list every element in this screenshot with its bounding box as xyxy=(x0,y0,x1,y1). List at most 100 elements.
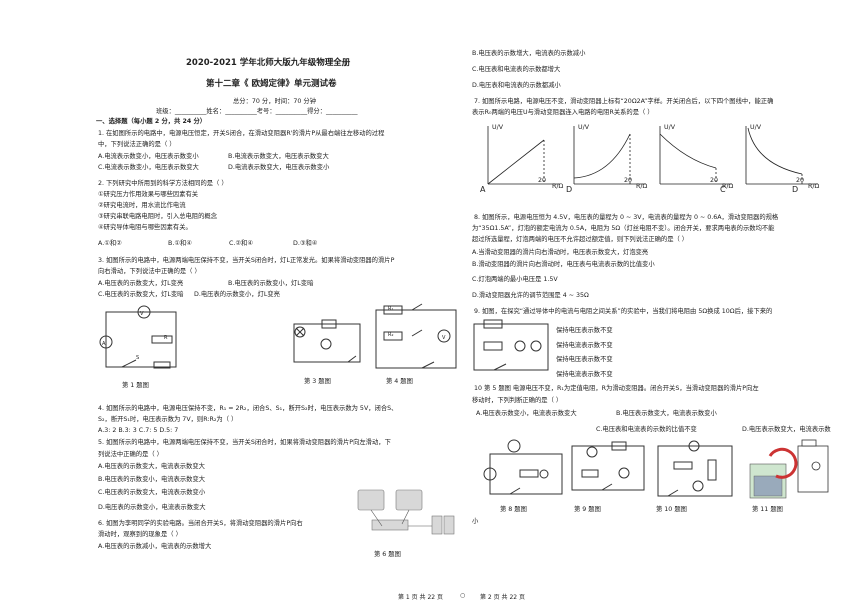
q8-stem-a: 8. 如图所示，电源电压恒为 4.5V，电压表的量程为 0 ~ 3V，电流表的量… xyxy=(474,214,779,221)
doc-meta-1: 总分：70 分，时间：70 分钟 xyxy=(233,98,316,105)
q8-option-b: B.滑动变阻器的滑片向右滑动时，电压表与电流表示数的比值变小 xyxy=(472,261,655,268)
graph-c-tick: 20 xyxy=(710,177,719,184)
graph-d2-letter: D xyxy=(792,185,799,194)
graph-c-x-label: R/Ω xyxy=(722,183,734,190)
q2-option-b: B.①和④ xyxy=(168,240,192,247)
circuit-figure-3 xyxy=(293,319,361,363)
q6-stem-a: 6. 如图为李明同学的实验电路。当闭合开关S，将滑动变阻器的滑片P向右 xyxy=(98,520,303,527)
fig1-label-a: A xyxy=(102,341,106,347)
graph-c xyxy=(659,126,732,185)
q5-stem-b: 列说法中正确的是（ ） xyxy=(98,451,163,458)
q3-stem-b: 向右滑动，下列说法中正确的是（ ） xyxy=(98,268,201,275)
q1-option-d: D.电流表示数变大，电压表示数变小 xyxy=(228,164,330,171)
q4-stem-a: 4. 如图所示的电路中，电源电压保持不变，R₁ = 2R₂，闭合S、S₁，断开S… xyxy=(98,405,398,412)
doc-title-1: 2020-2021 学年北师大版九年级物理全册 xyxy=(186,58,351,68)
apparatus-figure-6 xyxy=(357,489,455,535)
fig1-label-s: S xyxy=(136,355,140,361)
q3-option-d: D.电压表的示数变小，灯L变亮 xyxy=(194,291,280,298)
graph-d1-y-label: U/V xyxy=(578,124,590,131)
q10-option-d-tail: 小 xyxy=(472,518,479,525)
graph-d2-tick: 20 xyxy=(796,177,805,184)
q1-option-a: A.电流表示数变小，电压表示数变小 xyxy=(98,153,199,160)
q1-option-c: C.电流表示数变小，电压表示数变大 xyxy=(98,164,199,171)
graph-d1 xyxy=(573,126,646,185)
graph-d1-x-label: R/Ω xyxy=(636,183,648,190)
circuit-figure-1 xyxy=(99,305,177,369)
q6-stem-b: 滑动时，观察到的现象是（ ） xyxy=(98,531,182,538)
q8-option-d: D.滑动变阻器允许的调节范围是 4 ~ 35Ω xyxy=(472,292,589,299)
fig3-caption: 第 3 题图 xyxy=(304,378,331,385)
circuit-figure-5 xyxy=(473,319,549,371)
q2-option-a: A.①和② xyxy=(98,240,122,247)
q9-option-b: 保持电流表示数不变 xyxy=(556,342,613,349)
q5-option-c: C.电压表的示数变大，电流表示数变小 xyxy=(98,489,206,496)
q5-stem-a: 5. 如图所示的电路中，电源两端电压保持不变，当开关S闭合时，如果将滑动变阻器的… xyxy=(98,439,391,446)
q5-option-a: A.电压表的示数变大，电流表示数变大 xyxy=(98,463,205,470)
footer-separator: ○ xyxy=(460,592,466,599)
q1-option-b: B.电流表示数变大，电压表示数变大 xyxy=(228,153,329,160)
graph-a-y-label: U/V xyxy=(492,124,504,131)
fig1-label-v: V xyxy=(140,311,144,317)
fig1-label-r: R xyxy=(164,335,168,341)
q10-stem-a: 10 第 5 题图 电源电压不变，R₁为定值电阻，R为滑动变阻器。闭合开关S，当… xyxy=(474,385,759,392)
graph-d1-tick: 20 xyxy=(624,177,633,184)
fig10-caption: 第 10 题图 xyxy=(656,506,687,513)
fig1-caption: 第 1 题图 xyxy=(122,382,149,389)
q3-stem-a: 3. 如图所示的电路中，电源两端电压保持不变，当开关S闭合时，灯L正常发光。如果… xyxy=(98,257,395,264)
q10-option-b: B.电压表示数变大，电流表示数变小 xyxy=(616,410,717,417)
graph-a-tick: 20 xyxy=(538,177,547,184)
fig9-caption: 第 9 题图 xyxy=(574,506,601,513)
q2-option-d: D.③和④ xyxy=(293,240,318,247)
fig4-caption: 第 4 题图 xyxy=(386,378,413,385)
fig4-label-r1: R₁ xyxy=(388,306,394,312)
footer-page-2: 第 2 页 共 22 页 xyxy=(480,594,525,601)
q3-option-c: C.电压表的示数变大，灯L变暗 xyxy=(98,291,184,298)
q10-option-d: D.电压表示数变大，电流表示数 xyxy=(742,426,831,433)
q8-stem-b: 为“35Ω1.5A”，灯泡的额定电流为 0.5A，电阻为 5Ω（灯丝电阻不变）。… xyxy=(472,225,775,232)
q1-stem-b: 中，下列说法正确的是（ ） xyxy=(98,141,176,148)
q4-options: A.3: 2 B.3: 3 C.7: 5 D.5: 7 xyxy=(98,427,179,434)
circuit-figure-10 xyxy=(657,440,733,497)
q5-option-b: B.电压表的示数变小，电流表示数变大 xyxy=(98,476,206,483)
fig6-caption: 第 6 题图 xyxy=(374,551,401,558)
q9-option-d: 保持电流表示数不变 xyxy=(556,371,613,378)
apparatus-figure-11 xyxy=(749,439,829,499)
q2-item-2: ②研究电流时，用水流比作电流 xyxy=(98,202,186,209)
q9-option-a: 保持电压表示数不变 xyxy=(556,327,613,334)
fig11-caption: 第 11 题图 xyxy=(752,506,783,513)
q7-stem-a: 7. 如图所示电路，电源电压不变，滑动变阻器上标有“20Ω2A”字样。开关闭合后… xyxy=(474,98,774,105)
graph-c-y-label: U/V xyxy=(664,124,676,131)
fig8-caption: 第 8 题图 xyxy=(500,506,527,513)
q3-option-b: B.电压表的示数变小，灯L变暗 xyxy=(228,280,314,287)
q2-option-c: C.②和④ xyxy=(229,240,253,247)
circuit-figure-9 xyxy=(571,441,645,491)
q8-option-c: C.灯泡两端的最小电压是 1.5V xyxy=(472,276,558,283)
doc-meta-2: 班级：__________姓名：__________考号：__________得… xyxy=(156,108,358,115)
graph-d1-letter: D xyxy=(566,185,573,194)
q8-stem-c: 超过所选量程，灯泡两端的电压不允许超过额定值，则下列说法正确的是（ ） xyxy=(472,236,689,243)
graph-d2 xyxy=(745,126,818,185)
q9-stem: 9. 如图，在探究“通过导体中的电流与电阻之间关系”的实验中，当我们将电阻由 5… xyxy=(474,308,773,315)
q8-option-a: A.当滑动变阻器的滑片向右滑动时，电压表示数变大，灯泡变亮 xyxy=(472,249,649,256)
footer-page-1: 第 1 页 共 22 页 xyxy=(398,594,443,601)
q10-option-a: A.电压表示数变小，电流表示数变大 xyxy=(476,410,577,417)
q9-option-c: 保持电压表示数不变 xyxy=(556,356,613,363)
graph-c-letter: C xyxy=(720,185,726,194)
graph-a-letter: A xyxy=(480,185,486,194)
q2-item-4: ④研究导体电阻与哪些因素有关。 xyxy=(98,224,192,231)
graph-a-x-label: R/Ω xyxy=(552,183,564,190)
graph-a xyxy=(487,126,560,185)
q6-option-c: C.电压表和电流表的示数都增大 xyxy=(472,66,561,73)
q6-option-b: B.电压表的示数增大，电流表的示数减小 xyxy=(472,50,586,57)
q10-stem-b: 移动时，下列判断正确的是（ ） xyxy=(472,397,563,404)
fig4-label-r2: R₂ xyxy=(388,332,394,338)
q1-stem-a: 1. 在如图所示的电路中，电源电压恒定，开关S闭合，在滑动变阻器R'的滑片P从最… xyxy=(98,130,385,137)
q3-option-a: A.电压表的示数变大，灯L变亮 xyxy=(98,280,184,287)
circuit-figure-4 xyxy=(375,303,457,369)
q2-item-3: ③研究串联电路电阻时，引入总电阻的概念 xyxy=(98,213,217,220)
q7-stem-b: 表示R₀两端的电压U与滑动变阻器连入电路的电阻R关系的是（ ） xyxy=(472,109,654,116)
q6-option-a: A.电压表的示数减小，电流表的示数增大 xyxy=(98,543,212,550)
q5-option-d: D.电压表的示数变小，电流表示数变大 xyxy=(98,504,206,511)
q4-stem-b: S₂，断开S₁时，电压表示数为 7V，则R:R₂为（ ） xyxy=(98,416,238,423)
graph-d2-y-label: U/V xyxy=(750,124,762,131)
